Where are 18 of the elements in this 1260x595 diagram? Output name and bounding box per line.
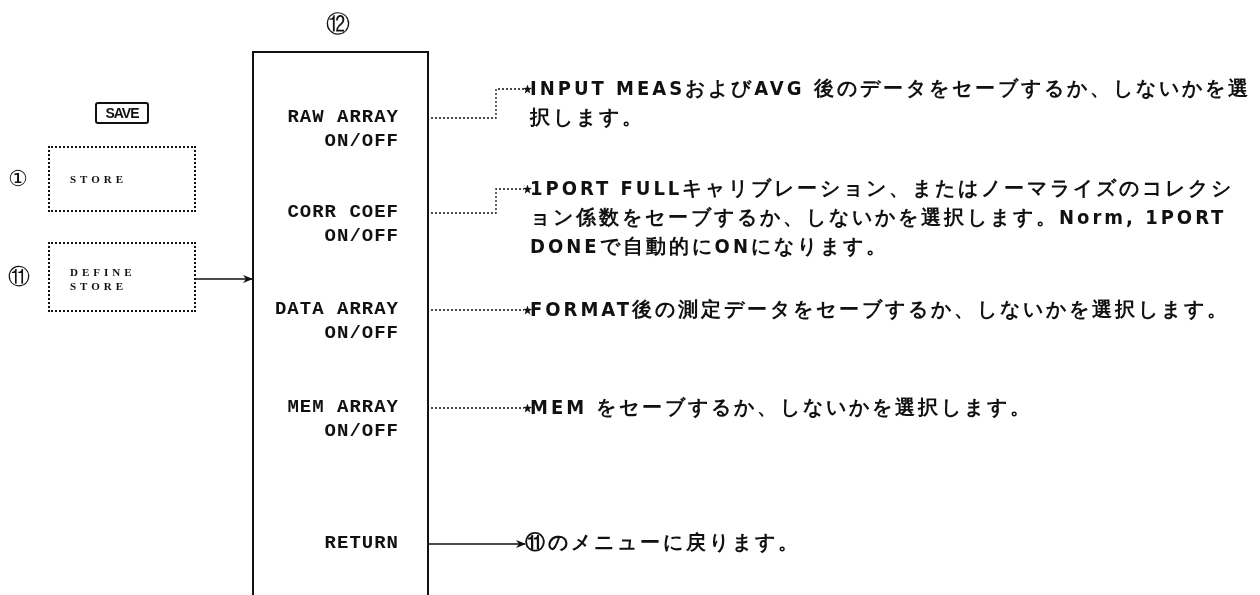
- menu-item: MEM ARRAY ON/OFF: [254, 395, 427, 443]
- description-text: MEM をセーブするか、しないかを選択します。: [530, 393, 1255, 422]
- arrow: [426, 540, 526, 548]
- softkey-label: STORE: [70, 172, 129, 186]
- panel-number: ⑫: [326, 9, 350, 40]
- description-text: ⑪のメニューに戻ります。: [525, 528, 925, 557]
- softkey-label: DEFINE STORE: [70, 265, 137, 293]
- description-text: 1PORT FULLキャリブレーション、またはノーマライズのコレクション係数をセーブするか、しないかを選択します。Norm, 1PORT DONEで自動的にONになります。: [530, 174, 1255, 261]
- key-label-box: SAVE: [95, 102, 149, 124]
- menu-item: RAW ARRAY ON/OFF: [254, 105, 427, 153]
- description-text: INPUT MEASおよびAVG 後のデータをセーブするか、しないかを選択します。: [530, 74, 1255, 132]
- menu-item: RETURN: [254, 531, 427, 555]
- callout-number: ①: [8, 167, 28, 191]
- menu-item: CORR COEF ON/OFF: [254, 200, 427, 248]
- description-text: FORMAT後の測定データをセーブするか、しないかを選択します。: [530, 295, 1255, 324]
- arrow: [195, 275, 253, 283]
- menu-item: DATA ARRAY ON/OFF: [254, 297, 427, 345]
- callout-number: ⑪: [8, 265, 30, 289]
